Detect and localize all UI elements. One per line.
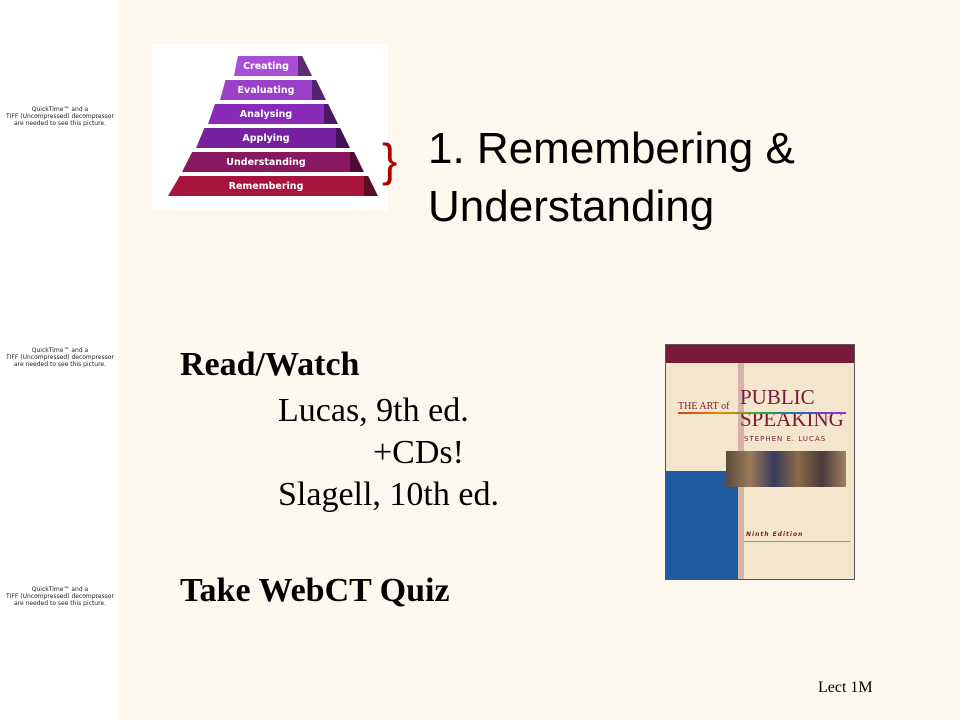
cover-rule-bottom (744, 541, 850, 542)
curly-brace: } (382, 134, 398, 186)
pyramid-tier: Applying (196, 128, 336, 148)
cover-top-band (666, 345, 854, 363)
pyramid-tier-label: Creating (243, 60, 289, 72)
tier-side-shade (350, 152, 364, 172)
slide-footer: Lect 1M (818, 679, 873, 696)
missing-picture-notice: QuickTime™ and a TIFF (Uncompressed) dec… (4, 106, 116, 127)
notice-line: are needed to see this picture. (13, 361, 107, 368)
title-line: Understanding (428, 182, 715, 231)
book-title-word: SPEAKING (740, 407, 844, 431)
book-author: STEPHEN E. LUCAS (744, 435, 827, 443)
pyramid-tier: Analysing (208, 104, 324, 124)
title-line: 1. Remembering & (428, 124, 795, 173)
tier-side-shade (312, 80, 326, 100)
tier-side-shade (364, 176, 378, 196)
pyramid-tier-label: Understanding (226, 156, 306, 168)
reading-item: Slagell, 10th ed. (278, 476, 499, 513)
missing-picture-notice: QuickTime™ and a TIFF (Uncompressed) dec… (4, 586, 116, 607)
cover-rule (678, 412, 846, 414)
pyramid-tier-label: Remembering (228, 180, 304, 192)
tier-side-shade (298, 56, 312, 76)
notice-line: are needed to see this picture. (13, 600, 107, 607)
left-margin-band (0, 0, 118, 720)
missing-picture-notice: QuickTime™ and a TIFF (Uncompressed) dec… (4, 347, 116, 368)
reading-item: Lucas, 9th ed. (278, 392, 469, 429)
notice-line: are needed to see this picture. (13, 120, 107, 127)
pyramid-tier: Evaluating (220, 80, 312, 100)
notice-line: TIFF (Uncompressed) decompressor (6, 593, 114, 600)
pyramid-tier-label: Evaluating (237, 84, 295, 96)
cover-photo-strip (726, 451, 846, 487)
book-title-prefix: THE ART of (678, 401, 730, 412)
book-cover-image: THE ART of PUBLIC SPEAKING STEPHEN E. LU… (665, 344, 855, 580)
quiz-heading: Take WebCT Quiz (180, 572, 450, 609)
notice-line: QuickTime™ and a (31, 347, 89, 354)
notice-line: QuickTime™ and a (31, 586, 89, 593)
notice-line: TIFF (Uncompressed) decompressor (6, 113, 114, 120)
notice-line: QuickTime™ and a (31, 106, 89, 113)
reading-item: +CDs! (373, 434, 464, 471)
read-watch-heading: Read/Watch (180, 346, 360, 383)
tier-side-shade (336, 128, 350, 148)
notice-line: TIFF (Uncompressed) decompressor (6, 354, 114, 361)
tier-side-shade (324, 104, 338, 124)
pyramid-tier-label: Applying (242, 132, 290, 144)
pyramid-tier: Creating (234, 56, 298, 76)
book-title-word: PUBLIC (740, 385, 815, 409)
slide-title: 1. Remembering & Understanding (428, 120, 928, 236)
pyramid-tier-label: Analysing (239, 108, 293, 120)
pyramid-tier: Understanding (182, 152, 350, 172)
book-edition: Ninth Edition (746, 531, 804, 538)
pyramid-tier: Remembering (168, 176, 364, 196)
